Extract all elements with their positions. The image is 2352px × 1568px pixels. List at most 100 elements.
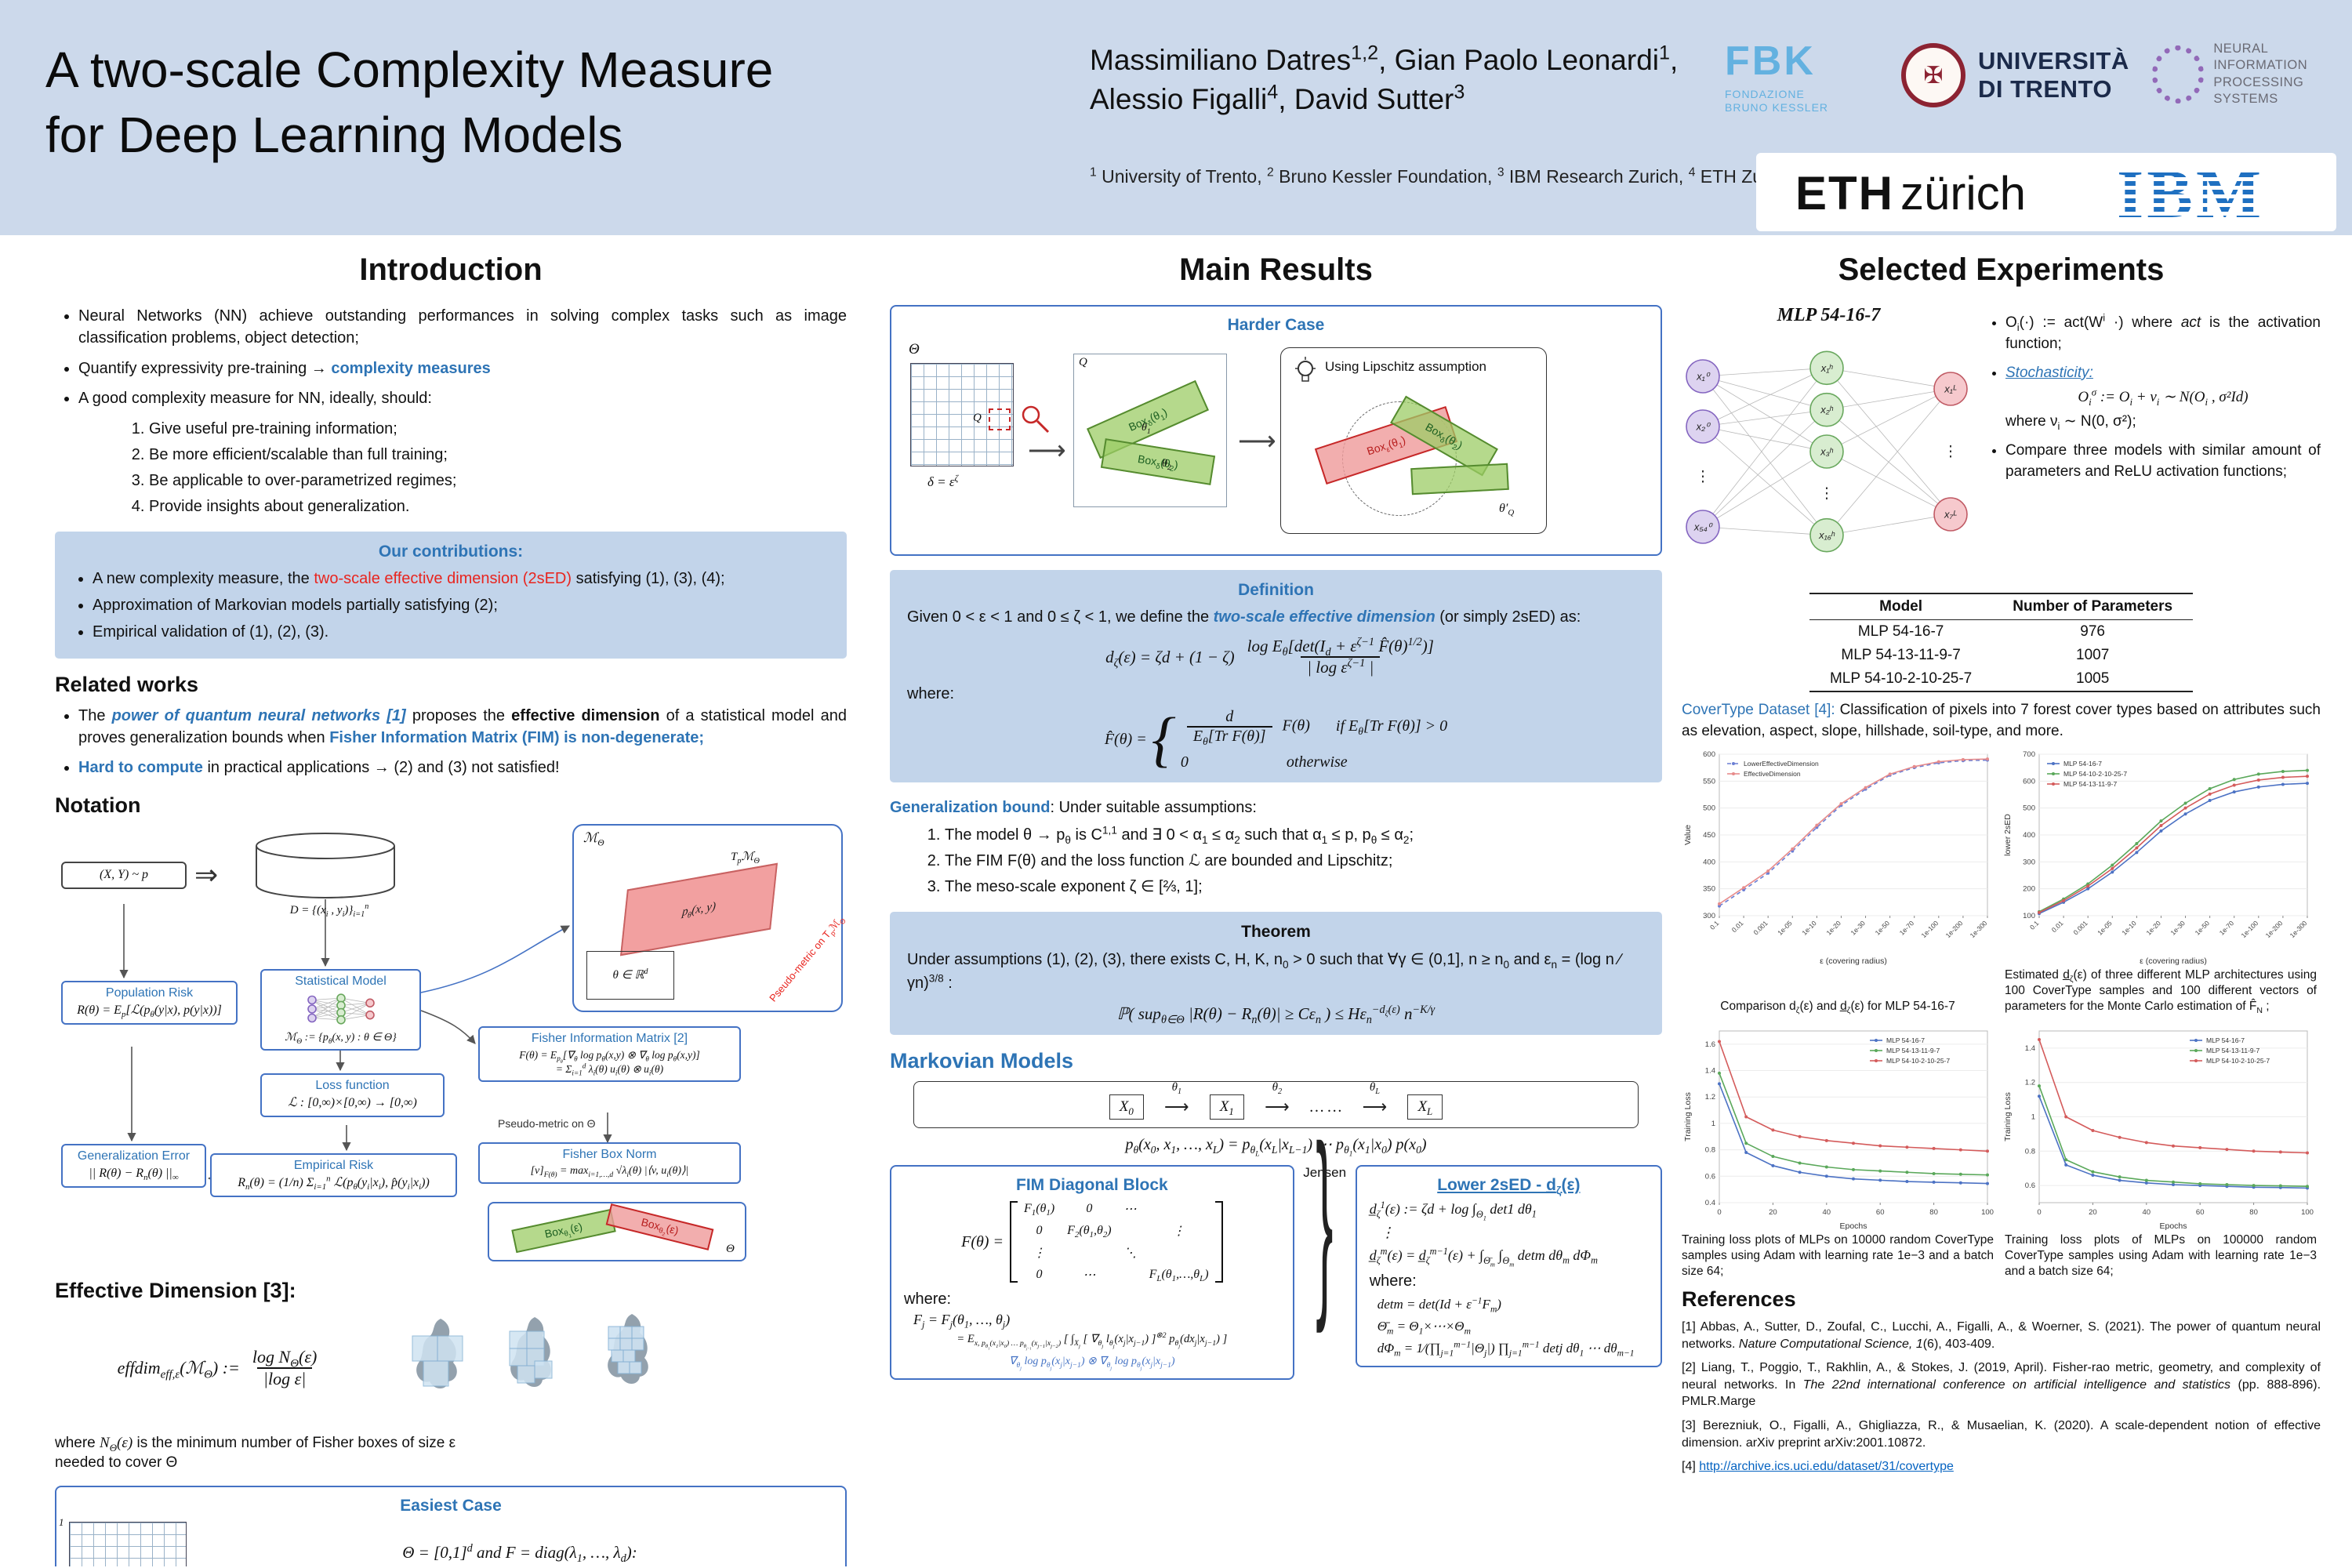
reference-2: [2] Liang, T., Poggio, T., Rakhlin, A., … — [1682, 1361, 2321, 1409]
svg-text:⋮: ⋮ — [1696, 469, 1711, 485]
empirical-risk-formula: Rn(θ) = (1/n) Σi=1n ℒ(pθ(yi|xi), p̂(yi|x… — [238, 1174, 430, 1192]
criteria-list: Give useful pre-training information; Be… — [55, 418, 847, 517]
generalization-bound-highlight: Generalization bound — [890, 799, 1051, 816]
lightbulb-icon — [1295, 357, 1316, 382]
zoom-arrow-icon: ⟶ — [1028, 436, 1066, 466]
stochasticity-bullet: Stochasticity: Oiσ := Oi + νi ∼ N(Oi , σ… — [2005, 363, 2321, 433]
svg-text:1e-05: 1e-05 — [2096, 919, 2114, 937]
fim-formula-1: F(θ) = Epθ[∇θ log pθ(x,y) ⊗ ∇θ log pθ(x,… — [519, 1048, 700, 1065]
neurips-swirl-icon — [2152, 45, 2205, 103]
svg-text:EffectiveDimension: EffectiveDimension — [1744, 770, 1801, 778]
q-cell-label: Q — [973, 412, 982, 424]
poster-title: A two-scale Complexity Measure for Deep … — [45, 42, 774, 164]
criteria-3: Be applicable to over-parametrized regim… — [149, 470, 847, 492]
covertype-text: Classification of pixels into 7 forest c… — [1682, 702, 2321, 739]
complexity-measures-highlight: complexity measures — [331, 359, 491, 377]
markov-node-xL: XL — [1407, 1094, 1443, 1120]
fisher-box-norm-formula: [v]F(θ) = maxi=1,…,d √λi(θ) |⟨v, ui(θ)⟩| — [530, 1164, 689, 1179]
svg-text:0.6: 0.6 — [2025, 1181, 2035, 1190]
matrix-cell: 0 — [1086, 1202, 1093, 1215]
reference-3: [3] Berezniuk, O., Figalli, A., Ghigliaz… — [1682, 1419, 2321, 1450]
lipschitz-text: Using Lipschitz assumption — [1325, 359, 1486, 374]
contributions-title: Our contributions: — [378, 542, 524, 561]
svg-text:x₁⁰: x₁⁰ — [1696, 371, 1711, 383]
case-1-f: F(θ) — [1282, 717, 1310, 735]
svg-text:x₁ʰ: x₁ʰ — [1820, 362, 1834, 374]
generalization-error-title: Generalization Error — [77, 1149, 191, 1163]
svg-text:0: 0 — [2037, 1208, 2041, 1217]
theta1-point: θ1 — [1142, 422, 1151, 436]
assumption-3: The meso-scale exponent ζ ∈ [⅔, 1]; — [945, 876, 1662, 898]
unitn-logo-text: UNIVERSITÀ DI TRENTO — [1978, 47, 2129, 103]
matrix-cell: ⋮ — [1033, 1247, 1046, 1260]
svg-text:1e-100: 1e-100 — [1919, 919, 1940, 939]
svg-text:ε (covering radius): ε (covering radius) — [2140, 956, 2207, 966]
dataset-label: D = {(xi , yi)}i=1n — [289, 902, 369, 919]
svg-text:700: 700 — [2023, 750, 2035, 759]
definition-intro: Given 0 < ε < 1 and 0 ≤ ζ < 1, we define… — [907, 606, 1645, 629]
dimension-captions-row: Comparison dζ(ε) and d̲ζ(ε) for MLP 54-1… — [1682, 967, 2321, 1015]
box-delta-theta2: Boxδ(θ2) — [1100, 438, 1216, 485]
svg-text:1.4: 1.4 — [2025, 1044, 2035, 1053]
svg-text:1: 1 — [1711, 1120, 1715, 1128]
svg-text:500: 500 — [2023, 804, 2035, 813]
svg-text:0.1: 0.1 — [2028, 919, 2041, 931]
covertype-dataset-link[interactable]: http://archive.ics.uci.edu/dataset/31/co… — [1699, 1460, 1954, 1474]
introduction-column: Introduction Neural Networks (NN) achiev… — [55, 252, 847, 1566]
unitn-crest-icon: ✠ — [1901, 43, 1965, 107]
effective-dimension-bold: effective dimension — [511, 706, 660, 724]
svg-text:x₇ᴸ: x₇ᴸ — [1944, 509, 1957, 521]
intro-bullet-1: Neural Networks (NN) achieve outstanding… — [78, 305, 847, 350]
matrix-cell: F2(θ1,θ2) — [1067, 1224, 1112, 1240]
svg-text:350: 350 — [1703, 885, 1715, 894]
svg-text:1.4: 1.4 — [1705, 1066, 1715, 1075]
fim-expectation-line: = Ex, pθ1(x1|x0) … pθj−1(xj−1|xj−2) [ ∫X… — [956, 1331, 1228, 1351]
model-params: 1007 — [2076, 647, 2110, 663]
fim-fj-line: Fj = Fj(θ1, …, θj) — [913, 1312, 1011, 1330]
svg-text:40: 40 — [1823, 1208, 1831, 1217]
logo-strip — [1756, 153, 2336, 231]
svg-text:80: 80 — [1929, 1208, 1938, 1217]
loss-function-formula: ℒ : [0,∞)×[0,∞) → [0,∞) — [288, 1095, 417, 1109]
case-2-zero: 0 — [1180, 753, 1189, 771]
svg-text:1e-200: 1e-200 — [2264, 919, 2285, 939]
fisher-boxes-graphic: Boxθ1(ε) Boxθ2(ε) Θ — [488, 1201, 746, 1261]
svg-text:MLP 54-10-2-10-25-7: MLP 54-10-2-10-25-7 — [2206, 1057, 2270, 1065]
lower-2sed-box: Lower 2sED - d̲ζ(ε) d̲ζ1(ε) := ζd + log … — [1355, 1165, 1662, 1368]
theorem-title: Theorem — [1241, 923, 1311, 941]
definition-den: | log εζ−1 | — [1301, 656, 1381, 677]
matrix-cell: ⋯ — [1083, 1269, 1096, 1282]
fbk-logo-caption: FONDAZIONE BRUNO KESSLER — [1725, 88, 1829, 114]
unit-cube-grid: 1 0 1 1∕√λi — [59, 1516, 187, 1566]
effdim-den: |log ε| — [256, 1367, 313, 1389]
fim-formula-2: = Σi=1d λi(θ) ui(θ) ⊗ ui(θ) — [555, 1062, 664, 1077]
svg-text:0: 0 — [1717, 1208, 1721, 1217]
markov-arrow-1: θ1 — [1152, 1081, 1202, 1117]
experiments-heading: Selected Experiments — [1838, 252, 2165, 287]
unitn-logo: ✠ UNIVERSITÀ DI TRENTO — [1901, 43, 2129, 107]
data-distribution-box: (X, Y) ~ p — [61, 861, 187, 889]
svg-text:1e-10: 1e-10 — [2120, 919, 2138, 937]
matrix-cell: F1(θ1) — [1023, 1202, 1055, 1218]
effective-dimension-note: where NΘ(ε) is the minimum number of Fis… — [55, 1433, 463, 1473]
stochasticity-where: where νi ∼ N(0, σ²); — [2005, 412, 2136, 432]
jensen-label: Jensen — [1303, 1165, 1347, 1180]
lower-line-2: d̲ζm(ε) = d̲ζm−1(ε) + ∫Θ̄m ∫Θm detm dθm … — [1369, 1246, 1598, 1269]
models-table-col-params: Number of Parameters — [1992, 593, 2194, 620]
related-works-heading: Related works — [55, 672, 199, 696]
rw1-mid2: of a statistical model and proves genera… — [78, 706, 847, 746]
authors: Massimiliano Datres1,2, Gian Paolo Leona… — [1090, 42, 1679, 115]
svg-text:1e-30: 1e-30 — [2169, 919, 2187, 937]
loss-captions-row: Training loss plots of MLPs on 10000 ran… — [1682, 1232, 2321, 1279]
neurips-line2: PROCESSING SYSTEMS — [2213, 74, 2304, 107]
svg-text:1e-100: 1e-100 — [2239, 919, 2259, 939]
stochasticity-formula: Oiσ := Oi + νi ∼ N(Oi , σ²Id) — [2078, 386, 2249, 408]
